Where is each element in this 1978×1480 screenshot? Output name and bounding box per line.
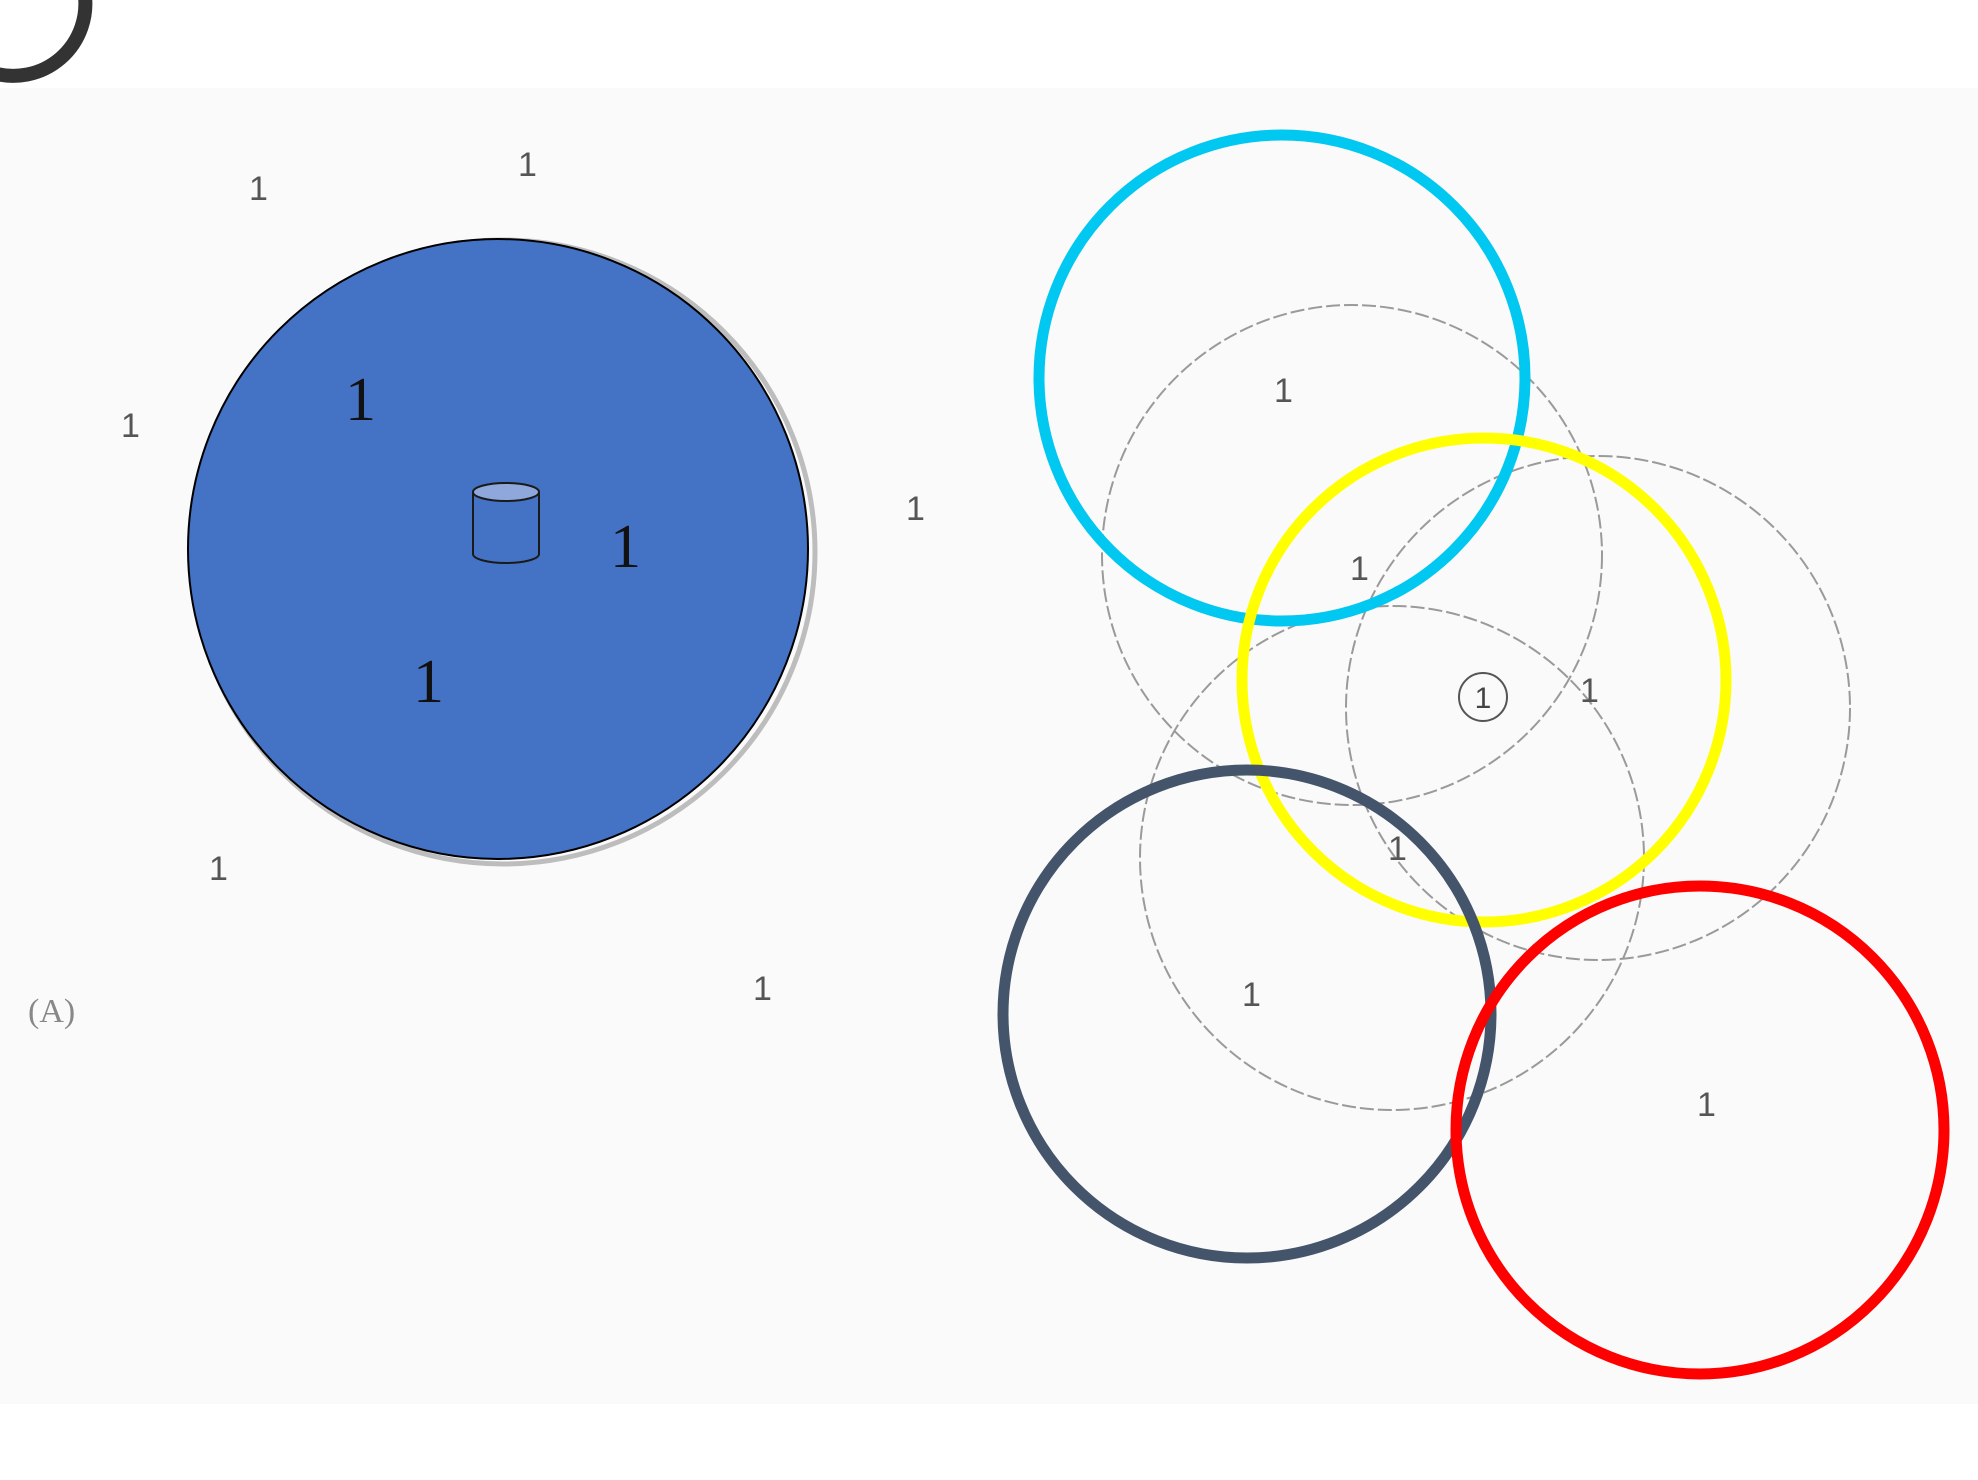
range-circle (1345, 455, 1851, 961)
database-cylinder-icon (472, 482, 540, 564)
node-label: 1 (1388, 830, 1407, 868)
node-label: 1 (1350, 550, 1369, 588)
left-panel: 1 1 1 1 1 1 1 1 1 (A) (28, 146, 925, 1030)
ring-cyan (1033, 129, 1531, 627)
range-circle (1101, 304, 1603, 806)
node-label: 1 (753, 970, 772, 1008)
node-label: 1 (906, 490, 925, 528)
node-label: 1 (121, 407, 140, 445)
node-label: 1 (249, 170, 268, 208)
node-label: 1 (209, 850, 228, 888)
inside-label: 1 (413, 648, 444, 716)
ring-red (1450, 880, 1950, 1380)
right-panel: 1 1 1 1 1 1 1 (997, 129, 1950, 1380)
circled-node-label: 1 (1458, 672, 1508, 722)
node-label: 1 (1242, 976, 1261, 1014)
corner-arc (0, 0, 93, 83)
node-label: 1 (1580, 672, 1599, 710)
node-label: 1 (1274, 372, 1293, 410)
panel-label: (A) (28, 993, 75, 1030)
node-label: 1 (1697, 1086, 1716, 1124)
ring-yellow (1236, 432, 1732, 928)
inside-label: 1 (610, 513, 641, 581)
circled-label-text: 1 (1475, 682, 1492, 715)
inside-label: 1 (345, 366, 376, 434)
node-label: 1 (518, 146, 537, 184)
